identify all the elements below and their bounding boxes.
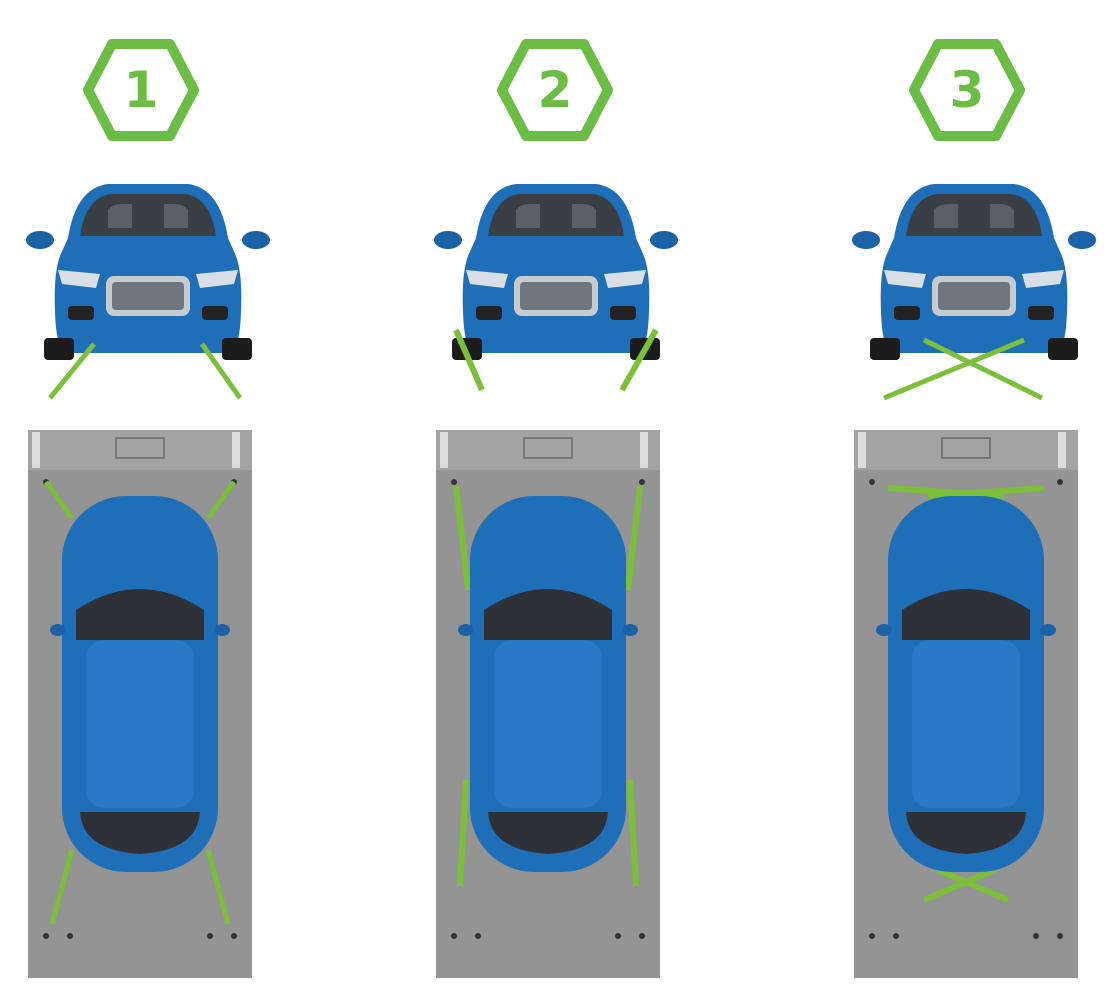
car-top-view-bay <box>28 430 252 978</box>
step-1: 1 <box>26 0 308 1000</box>
step-3: 3 <box>852 0 1120 1000</box>
car-top-view-bay <box>854 430 1078 978</box>
strap-left <box>453 328 485 392</box>
strap-right <box>883 337 1025 401</box>
car-front-view <box>852 184 1096 401</box>
strap-right <box>619 328 659 392</box>
step-badge: 3 <box>908 38 1026 142</box>
step-badge: 1 <box>82 38 200 142</box>
step-2: 2 <box>434 0 716 1000</box>
hexagon-icon <box>83 39 199 141</box>
step-number: 1 <box>123 61 159 119</box>
strap-left <box>48 342 96 400</box>
car-front-view <box>434 184 678 392</box>
hexagon-icon <box>497 39 613 141</box>
car-top-view-bay <box>436 430 660 978</box>
hexagon-icon <box>909 39 1025 141</box>
strap-right <box>199 342 243 400</box>
car-front-view <box>26 184 270 400</box>
step-number: 2 <box>537 61 573 119</box>
step-number: 3 <box>949 61 985 119</box>
strap-left <box>922 337 1044 401</box>
step-badge: 2 <box>496 38 614 142</box>
